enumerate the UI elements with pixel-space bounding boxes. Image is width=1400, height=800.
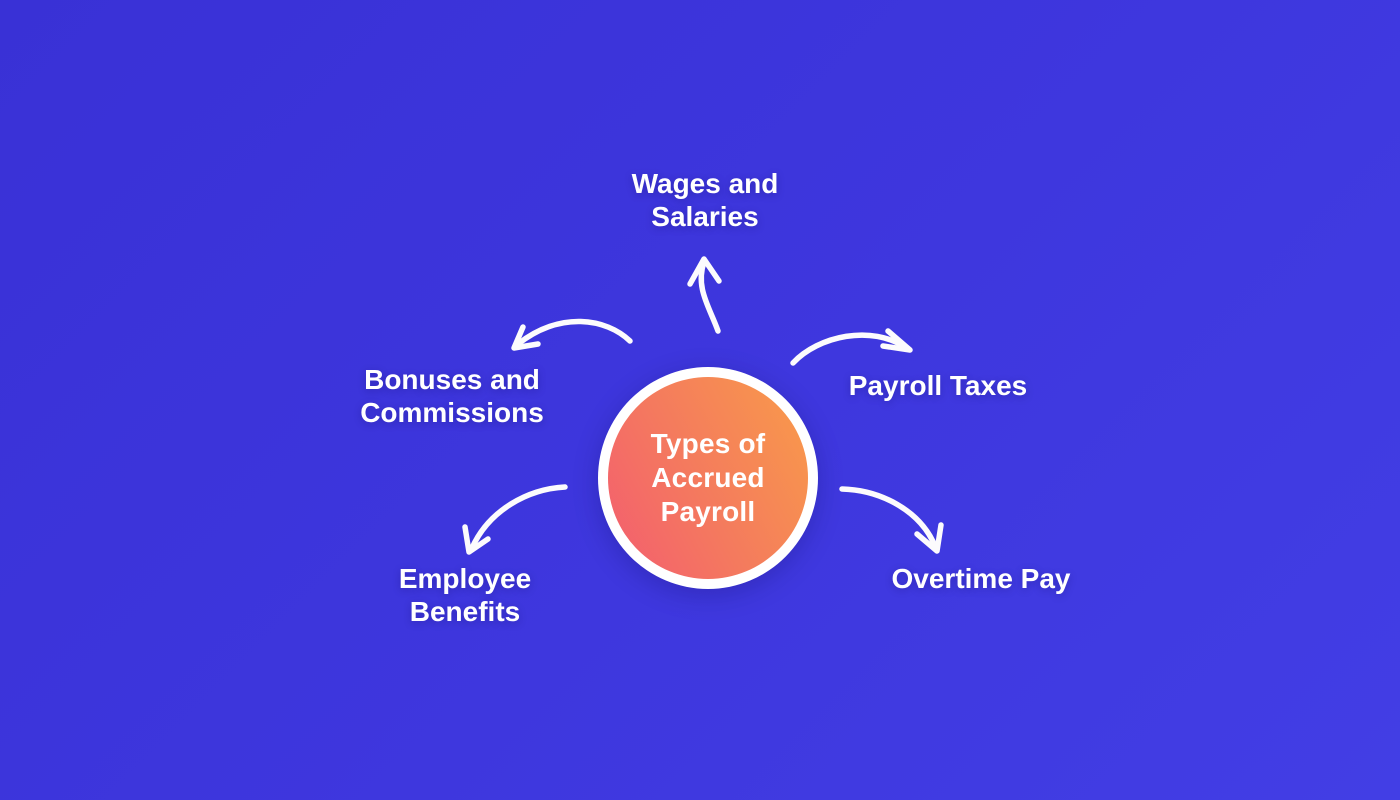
node-label-payroll-taxes: Payroll Taxes xyxy=(848,370,1028,401)
arrow-wages-salaries xyxy=(687,256,722,334)
node-label-employee-benefits: Employee Benefits xyxy=(398,563,532,627)
arrow-payroll-taxes xyxy=(790,328,913,366)
arrow-overtime-pay xyxy=(839,486,944,554)
node-label-overtime-pay: Overtime Pay xyxy=(891,563,1071,594)
node-label-wages-salaries: Wages and Salaries xyxy=(631,168,779,232)
arrow-bonuses-commissions xyxy=(511,318,633,351)
node-label-bonuses-commissions: Bonuses and Commissions xyxy=(360,364,544,428)
center-title: Types of Accrued Payroll xyxy=(650,428,766,527)
arrow-employee-benefits xyxy=(462,484,568,555)
center-circle: Types of Accrued Payroll xyxy=(598,367,818,589)
